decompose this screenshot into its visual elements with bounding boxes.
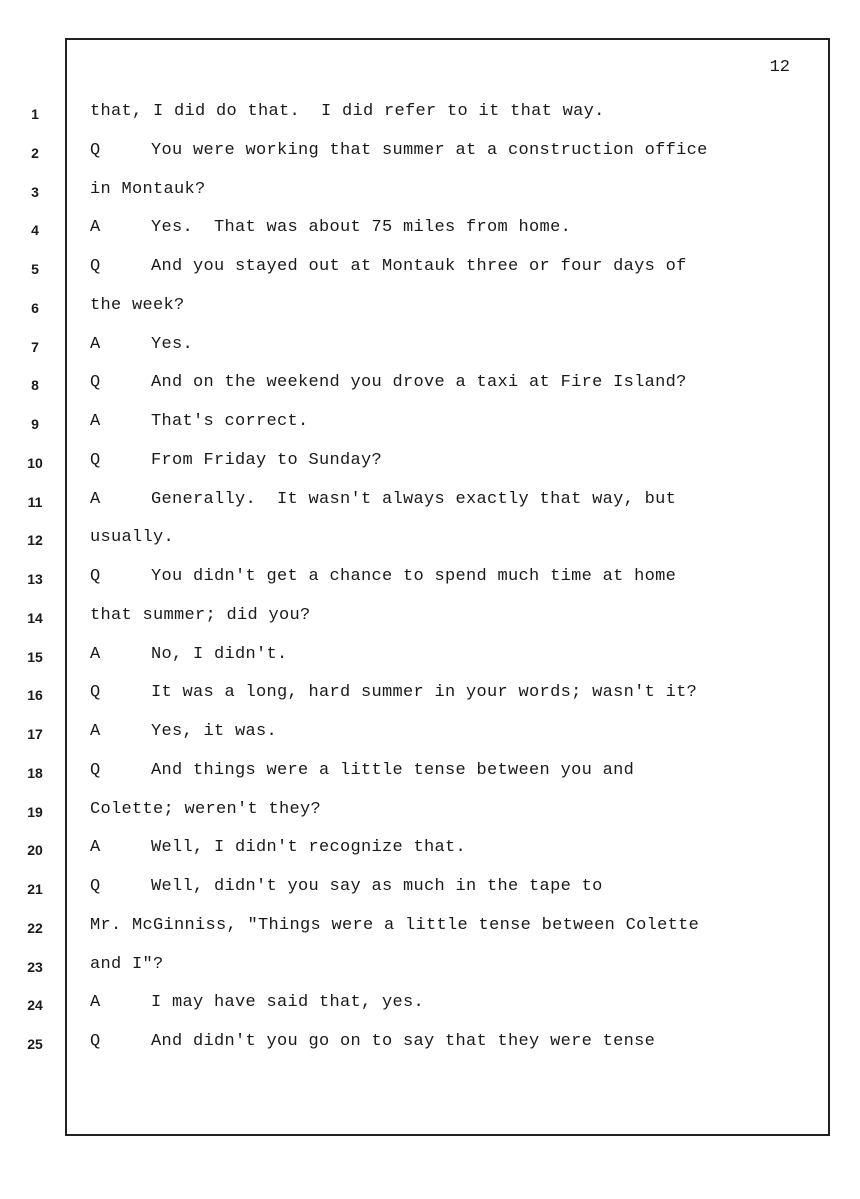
transcript-line: 3 in Montauk? bbox=[0, 180, 860, 204]
line-number: 19 bbox=[27, 804, 43, 820]
answer-marker: A bbox=[90, 218, 101, 237]
transcript-line: 11 A Generally. It wasn't always exactly t… bbox=[0, 490, 860, 514]
transcript-line: 23 and I"? bbox=[0, 955, 860, 979]
line-text: and I"? bbox=[90, 955, 164, 974]
line-text: I may have said that, yes. bbox=[151, 993, 425, 1012]
line-number: 16 bbox=[27, 687, 43, 703]
question-marker: Q bbox=[90, 451, 101, 470]
line-text: And things were a little tense between y… bbox=[151, 761, 635, 780]
question-marker: Q bbox=[90, 877, 101, 896]
line-number: 14 bbox=[27, 610, 43, 626]
transcript-line: 5 Q And you stayed out at Montauk three or… bbox=[0, 257, 860, 281]
line-number: 1 bbox=[31, 106, 39, 122]
line-number: 21 bbox=[27, 881, 43, 897]
transcript-line: 16 Q It was a long, hard summer in your wo… bbox=[0, 683, 860, 707]
line-text: the week? bbox=[90, 296, 185, 315]
line-number: 7 bbox=[31, 339, 39, 355]
transcript-line: 2 Q You were working that summer at a cons… bbox=[0, 141, 860, 165]
line-number: 12 bbox=[27, 532, 43, 548]
line-number: 10 bbox=[27, 455, 43, 471]
transcript-line: 12 usually. bbox=[0, 528, 860, 552]
line-number: 3 bbox=[31, 184, 39, 200]
transcript-line: 8 Q And on the weekend you drove a taxi at… bbox=[0, 373, 860, 397]
line-text: that summer; did you? bbox=[90, 606, 311, 625]
transcript-line: 9 A That's correct. bbox=[0, 412, 860, 436]
line-number-rule bbox=[65, 38, 67, 1134]
line-number: 13 bbox=[27, 571, 43, 587]
line-number: 25 bbox=[27, 1036, 43, 1052]
line-text: Yes. bbox=[151, 335, 194, 354]
line-number: 20 bbox=[27, 842, 43, 858]
line-text: Yes, it was. bbox=[151, 722, 278, 741]
line-text: Generally. It wasn't always exactly that… bbox=[151, 490, 677, 509]
transcript-line: 4 A Yes. That was about 75 miles from home… bbox=[0, 218, 860, 242]
line-number: 6 bbox=[31, 300, 39, 316]
transcript-line: 10 Q From Friday to Sunday? bbox=[0, 451, 860, 475]
line-number: 24 bbox=[27, 997, 43, 1013]
line-number: 15 bbox=[27, 649, 43, 665]
transcript-line: 21 Q Well, didn't you say as much in the t… bbox=[0, 877, 860, 901]
line-number: 8 bbox=[31, 377, 39, 393]
transcript-line: 19 Colette; weren't they? bbox=[0, 800, 860, 824]
transcript-line: 13 Q You didn't get a chance to spend much… bbox=[0, 567, 860, 591]
line-text: No, I didn't. bbox=[151, 645, 288, 664]
answer-marker: A bbox=[90, 335, 101, 354]
question-marker: Q bbox=[90, 141, 101, 160]
line-number: 18 bbox=[27, 765, 43, 781]
question-marker: Q bbox=[90, 373, 101, 392]
line-text: that, I did do that. I did refer to it t… bbox=[90, 102, 605, 121]
transcript-line: 18 Q And things were a little tense betwee… bbox=[0, 761, 860, 785]
answer-marker: A bbox=[90, 490, 101, 509]
line-text: That's correct. bbox=[151, 412, 309, 431]
line-text: From Friday to Sunday? bbox=[151, 451, 383, 470]
line-text: Colette; weren't they? bbox=[90, 800, 322, 819]
transcript-line: 24 A I may have said that, yes. bbox=[0, 993, 860, 1017]
line-number: 11 bbox=[27, 494, 43, 510]
transcript-line: 7 A Yes. bbox=[0, 335, 860, 359]
transcript-line: 22 Mr. McGinniss, "Things were a little t… bbox=[0, 916, 860, 940]
line-text: Well, didn't you say as much in the tape… bbox=[151, 877, 603, 896]
answer-marker: A bbox=[90, 722, 101, 741]
transcript-line: 25 Q And didn't you go on to say that they… bbox=[0, 1032, 860, 1056]
line-number: 2 bbox=[31, 145, 39, 161]
question-marker: Q bbox=[90, 567, 101, 586]
line-number: 5 bbox=[31, 261, 39, 277]
transcript-line: 17 A Yes, it was. bbox=[0, 722, 860, 746]
answer-marker: A bbox=[90, 412, 101, 431]
page-border bbox=[65, 38, 830, 1136]
line-text: in Montauk? bbox=[90, 180, 206, 199]
transcript-line: 6 the week? bbox=[0, 296, 860, 320]
transcript-line: 15 A No, I didn't. bbox=[0, 645, 860, 669]
page-number: 12 bbox=[769, 58, 790, 77]
answer-marker: A bbox=[90, 645, 101, 664]
line-text: And on the weekend you drove a taxi at F… bbox=[151, 373, 687, 392]
line-text: usually. bbox=[90, 528, 175, 547]
question-marker: Q bbox=[90, 683, 101, 702]
answer-marker: A bbox=[90, 993, 101, 1012]
line-text: And didn't you go on to say that they we… bbox=[151, 1032, 656, 1051]
transcript-line: 1 that, I did do that. I did refer to it … bbox=[0, 102, 860, 126]
line-number: 17 bbox=[27, 726, 43, 742]
question-marker: Q bbox=[90, 1032, 101, 1051]
line-text: And you stayed out at Montauk three or f… bbox=[151, 257, 687, 276]
transcript-line: 14 that summer; did you? bbox=[0, 606, 860, 630]
question-marker: Q bbox=[90, 761, 101, 780]
line-text: You didn't get a chance to spend much ti… bbox=[151, 567, 677, 586]
line-text: Mr. McGinniss, "Things were a little ten… bbox=[90, 916, 700, 935]
line-text: Well, I didn't recognize that. bbox=[151, 838, 467, 857]
line-text: Yes. That was about 75 miles from home. bbox=[151, 218, 572, 237]
question-marker: Q bbox=[90, 257, 101, 276]
line-number: 9 bbox=[31, 416, 39, 432]
line-number: 23 bbox=[27, 959, 43, 975]
line-number: 4 bbox=[31, 222, 39, 238]
transcript-line: 20 A Well, I didn't recognize that. bbox=[0, 838, 860, 862]
line-text: It was a long, hard summer in your words… bbox=[151, 683, 698, 702]
answer-marker: A bbox=[90, 838, 101, 857]
line-text: You were working that summer at a constr… bbox=[151, 141, 708, 160]
line-number: 22 bbox=[27, 920, 43, 936]
